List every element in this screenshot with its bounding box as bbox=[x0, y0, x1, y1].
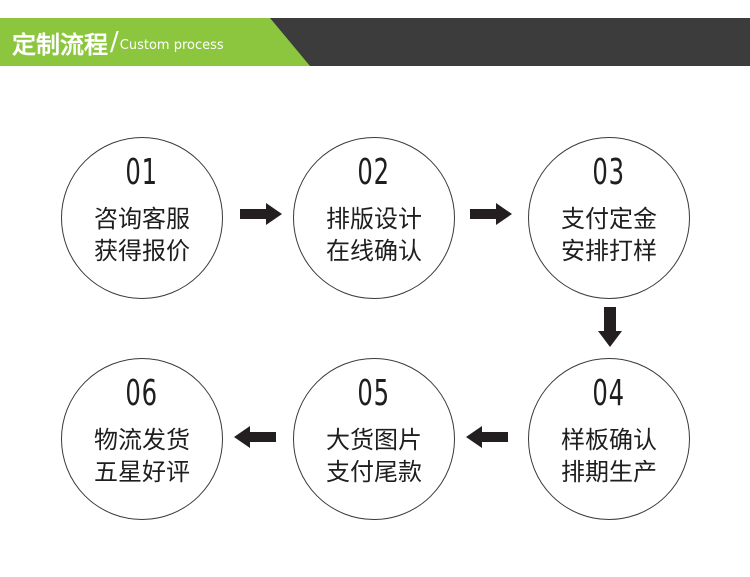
step-label-line1: 样板确认 bbox=[561, 426, 657, 454]
step-number: 06 bbox=[125, 373, 159, 414]
arrow-left-icon bbox=[234, 426, 276, 448]
step-label-line2: 获得报价 bbox=[94, 237, 190, 265]
step-label-line2: 五星好评 bbox=[94, 458, 190, 486]
step-number: 02 bbox=[357, 152, 391, 193]
step-number: 05 bbox=[357, 373, 391, 414]
header-title: 定制流程 / Custom process bbox=[12, 18, 224, 66]
step-label-line2: 安排打样 bbox=[561, 237, 657, 265]
header-accent bbox=[0, 18, 310, 66]
step-circle-4: 04 样板确认 排期生产 bbox=[528, 358, 690, 520]
title-separator: / bbox=[110, 27, 119, 57]
arrow-down-icon bbox=[598, 307, 622, 347]
step-label-line1: 支付定金 bbox=[561, 205, 657, 233]
step-number: 03 bbox=[592, 152, 626, 193]
step-label-line2: 在线确认 bbox=[326, 237, 422, 265]
step-number: 01 bbox=[125, 152, 159, 193]
step-circle-5: 05 大货图片 支付尾款 bbox=[293, 358, 455, 520]
title-english: Custom process bbox=[119, 37, 224, 53]
arrow-right-icon bbox=[470, 203, 512, 225]
arrow-left-icon bbox=[466, 426, 508, 448]
arrow-right-icon bbox=[240, 203, 282, 225]
step-label-line2: 排期生产 bbox=[561, 458, 657, 486]
step-circle-2: 02 排版设计 在线确认 bbox=[293, 137, 455, 299]
step-label-line2: 支付尾款 bbox=[326, 458, 422, 486]
step-label-line1: 物流发货 bbox=[94, 426, 190, 454]
step-label-line1: 咨询客服 bbox=[94, 205, 190, 233]
step-number: 04 bbox=[592, 373, 626, 414]
step-circle-6: 06 物流发货 五星好评 bbox=[61, 358, 223, 520]
step-label-line1: 排版设计 bbox=[326, 205, 422, 233]
step-circle-1: 01 咨询客服 获得报价 bbox=[61, 137, 223, 299]
step-circle-3: 03 支付定金 安排打样 bbox=[528, 137, 690, 299]
title-chinese: 定制流程 bbox=[12, 30, 108, 59]
step-label-line1: 大货图片 bbox=[326, 426, 422, 454]
